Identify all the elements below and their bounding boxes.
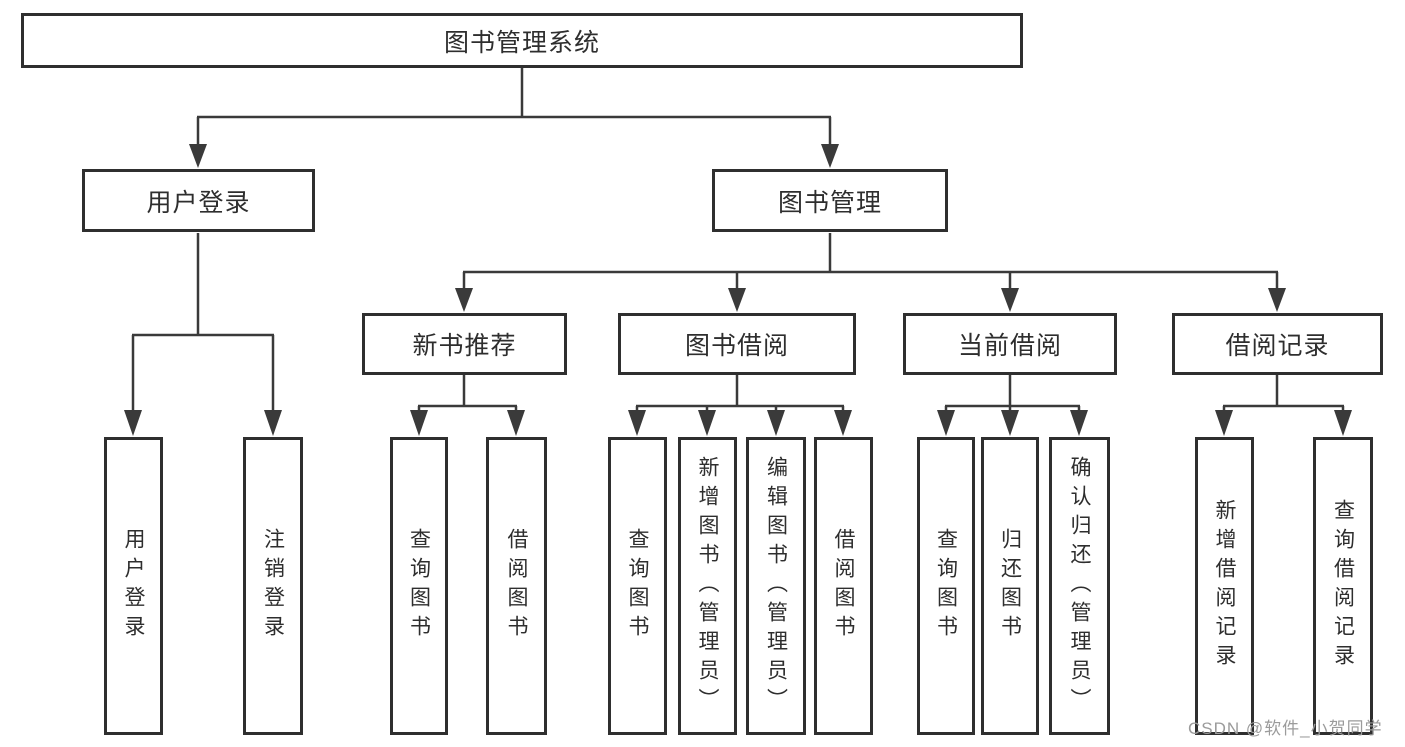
- leaf-query-books-current-label: 查询图书: [934, 528, 958, 644]
- leaf-borrow-books-label: 借阅图书: [832, 528, 855, 644]
- leaf-confirm-return-admin-label: 确认归还（管理员）: [1068, 455, 1091, 717]
- leaf-logout-label: 注销登录: [261, 528, 285, 644]
- leaf-borrow-books-recommend-label: 借阅图书: [505, 528, 528, 644]
- leaf-add-books-admin-label: 新增图书（管理员）: [696, 455, 719, 717]
- leaf-borrow-books: 借阅图书: [814, 437, 873, 735]
- leaf-borrow-books-recommend: 借阅图书: [486, 437, 547, 735]
- node-new-book-recommend: 新书推荐: [362, 313, 567, 375]
- node-root-system: 图书管理系统: [21, 13, 1023, 68]
- leaf-edit-books-admin-label: 编辑图书（管理员）: [764, 455, 788, 717]
- leaf-query-books-recommend: 查询图书: [390, 437, 448, 735]
- node-current-borrow: 当前借阅: [903, 313, 1117, 375]
- leaf-confirm-return-admin: 确认归还（管理员）: [1049, 437, 1110, 735]
- leaf-return-books-label: 归还图书: [998, 528, 1022, 644]
- leaf-add-borrow-record: 新增借阅记录: [1195, 437, 1254, 735]
- node-user-login: 用户登录: [82, 169, 315, 232]
- leaf-return-books: 归还图书: [981, 437, 1039, 735]
- leaf-edit-books-admin: 编辑图书（管理员）: [746, 437, 806, 735]
- node-borrow-records: 借阅记录: [1172, 313, 1383, 375]
- leaf-query-books-borrow-label: 查询图书: [626, 528, 649, 644]
- csdn-watermark: CSDN @软件_小贺同学: [1188, 719, 1383, 738]
- leaf-logout: 注销登录: [243, 437, 303, 735]
- node-book-management: 图书管理: [712, 169, 948, 232]
- leaf-add-books-admin: 新增图书（管理员）: [678, 437, 737, 735]
- leaf-query-borrow-record: 查询借阅记录: [1313, 437, 1373, 735]
- leaf-query-books-borrow: 查询图书: [608, 437, 667, 735]
- leaf-query-books-current: 查询图书: [917, 437, 975, 735]
- leaf-query-books-recommend-label: 查询图书: [407, 528, 431, 644]
- leaf-user-login-label: 用户登录: [122, 528, 145, 644]
- leaf-add-borrow-record-label: 新增借阅记录: [1213, 499, 1236, 673]
- node-book-borrow: 图书借阅: [618, 313, 856, 375]
- leaf-user-login: 用户登录: [104, 437, 163, 735]
- leaf-query-borrow-record-label: 查询借阅记录: [1331, 499, 1355, 673]
